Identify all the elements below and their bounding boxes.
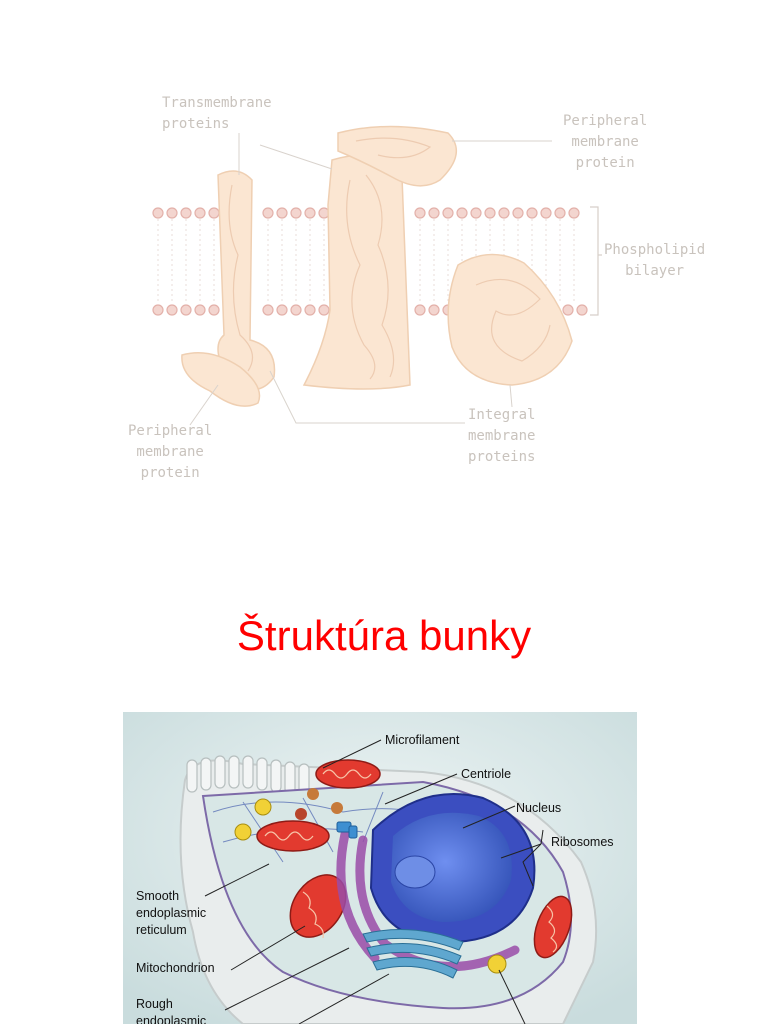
- transmembrane-proteins-label: Transmembrane proteins: [162, 95, 272, 132]
- cell-illustration: [123, 712, 637, 1024]
- protein-shapes: [181, 125, 573, 407]
- membrane-protein-diagram: Transmembrane proteins Peripheral membra…: [120, 85, 730, 495]
- vesicle: [307, 788, 319, 800]
- vesicle: [234, 823, 252, 841]
- vesicle: [295, 808, 307, 820]
- nucleolus: [394, 855, 436, 889]
- nucleus-label: Nucleus: [516, 801, 562, 815]
- page-title: Štruktúra bunky: [236, 612, 532, 659]
- leader-lines: [189, 133, 552, 426]
- endoplasmic-reticulum: [336, 829, 520, 972]
- golgi-apparatus: [362, 929, 464, 979]
- mitochondria: [256, 759, 573, 959]
- centriole-label: Centriole: [461, 767, 512, 781]
- protein-chain-lines: [228, 137, 551, 380]
- cell-structure-diagram: Microfilament Centriole Nucleus Ribosome…: [123, 712, 637, 1024]
- ribosomes-label: Ribosomes: [551, 835, 614, 849]
- nucleus: [391, 812, 512, 922]
- mitochondrion-label: Mitochondrion: [136, 961, 215, 975]
- centriole: [336, 821, 358, 839]
- peripheral-protein-bottom-label: Peripheral membrane protein: [128, 423, 213, 481]
- transmembrane-protein-2: [302, 154, 418, 390]
- mitochondria-cristae: [264, 769, 558, 953]
- peripheral-protein-bottom: [181, 352, 261, 407]
- smooth-er-label: Smooth endoplasmic reticulum: [136, 889, 207, 937]
- phospholipid-bilayer-label: Phospholipid bilayer: [604, 242, 706, 279]
- callout-lines: [204, 739, 544, 1024]
- phospholipid-heads-top: [152, 207, 580, 219]
- bilayer-bracket: [590, 206, 602, 316]
- peripheral-protein-top-label: Peripheral membrane protein: [563, 113, 648, 171]
- vesicle: [331, 802, 343, 814]
- rough-er-label: Rough endoplasmic: [136, 997, 207, 1024]
- membrane-illustration: [152, 125, 602, 426]
- vesicle: [487, 954, 507, 974]
- microfilament-label: Microfilament: [385, 733, 460, 747]
- microvilli: [186, 755, 310, 797]
- integral-proteins-label: Integral membrane proteins: [468, 407, 536, 465]
- transmembrane-protein-1: [217, 170, 276, 391]
- vesicle: [254, 798, 272, 816]
- peripheral-protein-top: [337, 125, 457, 187]
- integral-protein: [447, 253, 573, 386]
